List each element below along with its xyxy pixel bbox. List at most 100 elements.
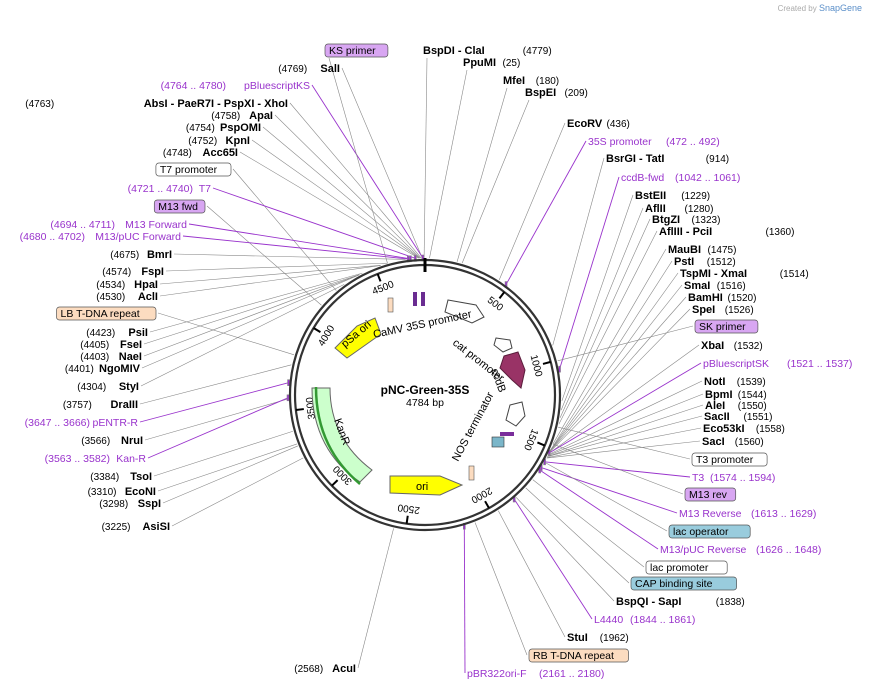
site-label[interactable]: SspI(3298) (99, 498, 161, 510)
site-label[interactable]: StuI(1962) (567, 632, 629, 644)
enzyme-label: TsoI (130, 471, 152, 483)
site-label[interactable]: BamHI(1520) (688, 292, 756, 304)
site-label[interactable]: BtgZI(1323) (652, 214, 720, 226)
site-label[interactable]: AsiSI(3225) (102, 521, 170, 533)
site-label[interactable]: DraIII(3757) (63, 399, 138, 411)
site-label[interactable]: CAP binding site (630, 576, 737, 591)
enzyme-position: (1551) (744, 412, 773, 423)
site-label[interactable]: PpuMI(25) (463, 57, 520, 69)
feature-box (668, 524, 751, 539)
cat-promoter-arrow[interactable] (493, 337, 513, 353)
connector-line (182, 235, 409, 260)
connector-line (558, 230, 658, 425)
site-label[interactable]: FspI(4574) (102, 266, 164, 278)
site-label[interactable]: AleI(1550) (705, 400, 767, 412)
site-label[interactable]: SacI(1560) (702, 436, 764, 448)
site-label[interactable]: AflII(1280) (645, 203, 713, 215)
site-label[interactable]: MauBI(1475) (668, 244, 736, 256)
enzyme-position: (4423) (86, 328, 115, 339)
site-label[interactable]: L4440(1844 .. 1861) (594, 614, 695, 626)
site-label[interactable]: lac operator (668, 524, 751, 539)
feature-box (56, 306, 157, 321)
connector-line (498, 122, 566, 280)
site-label[interactable]: LB T-DNA repeat (56, 306, 157, 321)
site-label[interactable]: pBluescriptKS(4764 .. 4780) (161, 80, 310, 92)
site-label[interactable]: NaeI(4403) (80, 351, 142, 363)
site-label[interactable]: BsrGI - TatI(914) (606, 153, 729, 165)
site-label[interactable]: KS primer (324, 43, 389, 58)
site-label[interactable]: M13/pUC Reverse(1626 .. 1648) (660, 544, 821, 556)
site-label[interactable]: PstI(1512) (674, 256, 736, 268)
site-label[interactable]: BspDI - ClaI(4779) (423, 45, 552, 57)
enzyme-position: (1475) (708, 245, 737, 256)
site-label[interactable]: EcoRV(436) (567, 118, 630, 130)
site-label[interactable]: M13 Forward(4694 .. 4711) (50, 219, 187, 231)
site-label[interactable]: ApaI(4758) (211, 110, 273, 122)
nos-terminator-arrow[interactable] (505, 401, 526, 427)
site-label[interactable]: BstEII(1229) (635, 190, 710, 202)
site-label[interactable]: pBluescriptSK(1521 .. 1537) (703, 358, 852, 370)
enzyme-label: PsiI (128, 327, 148, 339)
site-label[interactable]: pBR322ori-F(2161 .. 2180) (467, 668, 604, 680)
site-label[interactable]: SpeI(1526) (692, 304, 754, 316)
connector-line (143, 274, 360, 345)
primer-label: Kan-R (116, 453, 146, 465)
site-label[interactable]: StyI(4304) (77, 381, 139, 393)
site-label[interactable]: PsiI (4423) (86, 327, 148, 339)
connector-line (153, 430, 293, 477)
site-label[interactable]: SacII(1551) (704, 411, 772, 423)
site-label[interactable]: 35S promoter(472 .. 492) (588, 136, 720, 148)
site-label[interactable]: MfeI(180) (503, 75, 559, 87)
enzyme-label: SpeI (692, 304, 715, 316)
kanr-arrow[interactable] (311, 387, 373, 483)
site-label[interactable]: M13 Reverse(1613 .. 1629) (679, 508, 816, 520)
site-label[interactable]: Acc65I(4748) (163, 147, 238, 159)
site-label[interactable]: XbaI(1532) (701, 340, 763, 352)
primer-range: (3647 .. 3666) (25, 417, 90, 429)
site-label[interactable]: RB T-DNA repeat (528, 648, 629, 663)
site-label[interactable]: BspEI(209) (525, 87, 588, 99)
feature-box (630, 576, 737, 591)
site-label[interactable]: SK primer (694, 319, 759, 334)
site-label[interactable]: T3 promoter (691, 452, 768, 467)
connector-line (140, 284, 345, 387)
site-label[interactable]: ccdB-fwd(1042 .. 1061) (621, 172, 740, 184)
site-label[interactable]: Kan-R(3563 .. 3582) (45, 453, 147, 465)
site-label[interactable]: M13 fwd (153, 199, 206, 214)
site-label[interactable]: EcoNI(3310) (88, 486, 156, 498)
camv35s-promoter-arrow[interactable] (444, 299, 485, 324)
site-label[interactable]: FseI(4405) (80, 339, 142, 351)
site-label[interactable]: TspMI - XmaI(1514) (680, 268, 809, 280)
site-label[interactable]: AcuI(2568) (294, 663, 356, 675)
site-label[interactable]: M13 rev (684, 487, 737, 502)
site-label[interactable]: BpmI(1544) (705, 389, 767, 401)
site-label[interactable]: BspQI - SapI(1838) (616, 596, 745, 608)
site-label[interactable]: T7 promoter (155, 162, 232, 177)
site-label[interactable]: lac promoter (645, 560, 728, 575)
site-label[interactable]: SalI(4769) (278, 63, 340, 75)
site-label[interactable]: AclI(4530) (96, 291, 158, 303)
site-label[interactable]: M13/pUC Forward(4680 .. 4702) (20, 231, 182, 243)
ori-arrow[interactable] (389, 475, 464, 496)
site-label[interactable]: T7(4721 .. 4740) (128, 183, 212, 195)
site-label[interactable]: NgoMIV(4401) (65, 363, 141, 375)
site-label[interactable]: TsoI(3384) (90, 471, 152, 483)
site-label[interactable]: NruI(3566) (81, 435, 143, 447)
site-label[interactable]: PspOMI(4754) (186, 122, 261, 134)
site-label[interactable]: pENTR-R(3647 .. 3666) (25, 417, 139, 429)
site-label[interactable]: T3(1574 .. 1594) (692, 472, 775, 484)
psa-ori-arrow[interactable] (334, 317, 382, 359)
site-label[interactable]: KpnI(4752) (188, 135, 250, 147)
site-label[interactable]: AbsI - PaeR7I - PspXI - XhoI(4763) (25, 98, 288, 110)
site-label[interactable]: BmrI(4675) (110, 249, 172, 261)
site-label[interactable]: Eco53kI(1558) (703, 423, 785, 435)
primer-mark (421, 292, 425, 306)
enzyme-position: (1539) (737, 377, 766, 388)
site-label[interactable]: NotI(1539) (704, 376, 766, 388)
enzyme-label: SalI (320, 63, 340, 75)
site-label[interactable]: SmaI(1516) (684, 280, 746, 292)
site-label[interactable]: AflIII - PciI(1360) (659, 226, 794, 238)
enzyme-position: (1229) (681, 191, 710, 202)
ccdb-arrow[interactable] (499, 351, 526, 389)
site-label[interactable]: HpaI(4534) (96, 279, 158, 291)
